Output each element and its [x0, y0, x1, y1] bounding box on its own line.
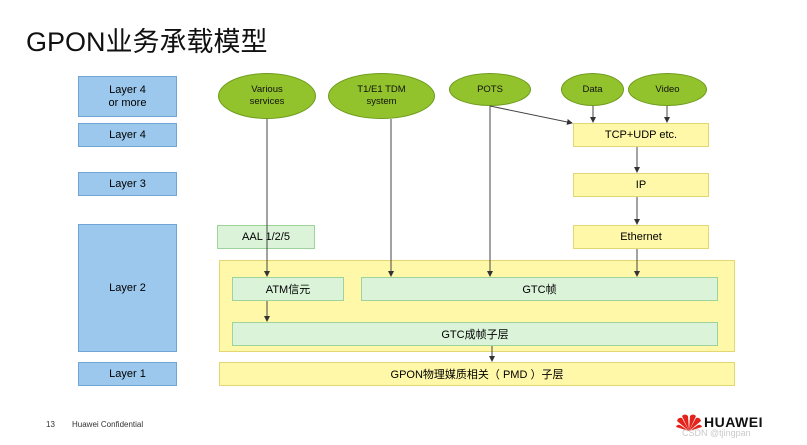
various-services-node: Various services — [218, 73, 316, 119]
watermark: CSDN @tjingpan — [682, 428, 751, 438]
gtc-frame-box: GTC帧 — [361, 277, 718, 301]
confidential-label: Huawei Confidential — [72, 420, 144, 429]
arrow-pots-to-tcp — [489, 105, 573, 125]
tdm-system-node: T1/E1 TDM system — [328, 73, 435, 119]
huawei-logo-icon — [676, 414, 702, 431]
brand-name: HUAWEI — [704, 414, 763, 430]
layer-4-or-more: Layer 4 or more — [78, 76, 177, 117]
page-title: GPON业务承载模型 — [26, 27, 268, 57]
gtc-framing-sublayer-box: GTC成帧子层 — [232, 322, 718, 346]
ip-box: IP — [573, 173, 709, 197]
ethernet-box: Ethernet — [573, 225, 709, 249]
aal-box: AAL 1/2/5 — [217, 225, 315, 249]
layer-3: Layer 3 — [78, 172, 177, 196]
layer-1: Layer 1 — [78, 362, 177, 386]
data-node: Data — [561, 73, 624, 106]
page-number: 13 — [46, 420, 55, 429]
atm-cell-box: ATM信元 — [232, 277, 344, 301]
pmd-sublayer-box: GPON物理媒质相关（ PMD ）子层 — [219, 362, 735, 386]
tcp-udp-box: TCP+UDP etc. — [573, 123, 709, 147]
layer-2: Layer 2 — [78, 224, 177, 352]
video-node: Video — [628, 73, 707, 106]
layer-4: Layer 4 — [78, 123, 177, 147]
pots-node: POTS — [449, 73, 531, 106]
